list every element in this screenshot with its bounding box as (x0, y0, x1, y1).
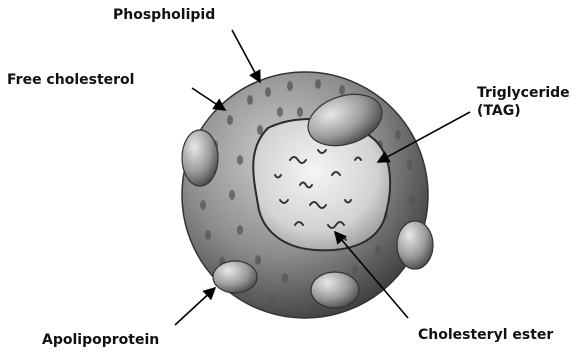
label-phospholipid: Phospholipid (113, 7, 215, 24)
label-apolipoprotein: Apolipoprotein (42, 332, 159, 349)
label-tag: (TAG) (477, 103, 521, 120)
label-free-cholesterol: Free cholesterol (7, 72, 134, 89)
label-triglyceride: Triglyceride (477, 85, 570, 102)
arrow-phospholipid (232, 30, 260, 82)
arrow-free-cholesterol (192, 88, 225, 110)
label-cholesteryl-ester: Cholesteryl ester (418, 327, 553, 344)
arrow-apolipoprotein (175, 288, 215, 325)
